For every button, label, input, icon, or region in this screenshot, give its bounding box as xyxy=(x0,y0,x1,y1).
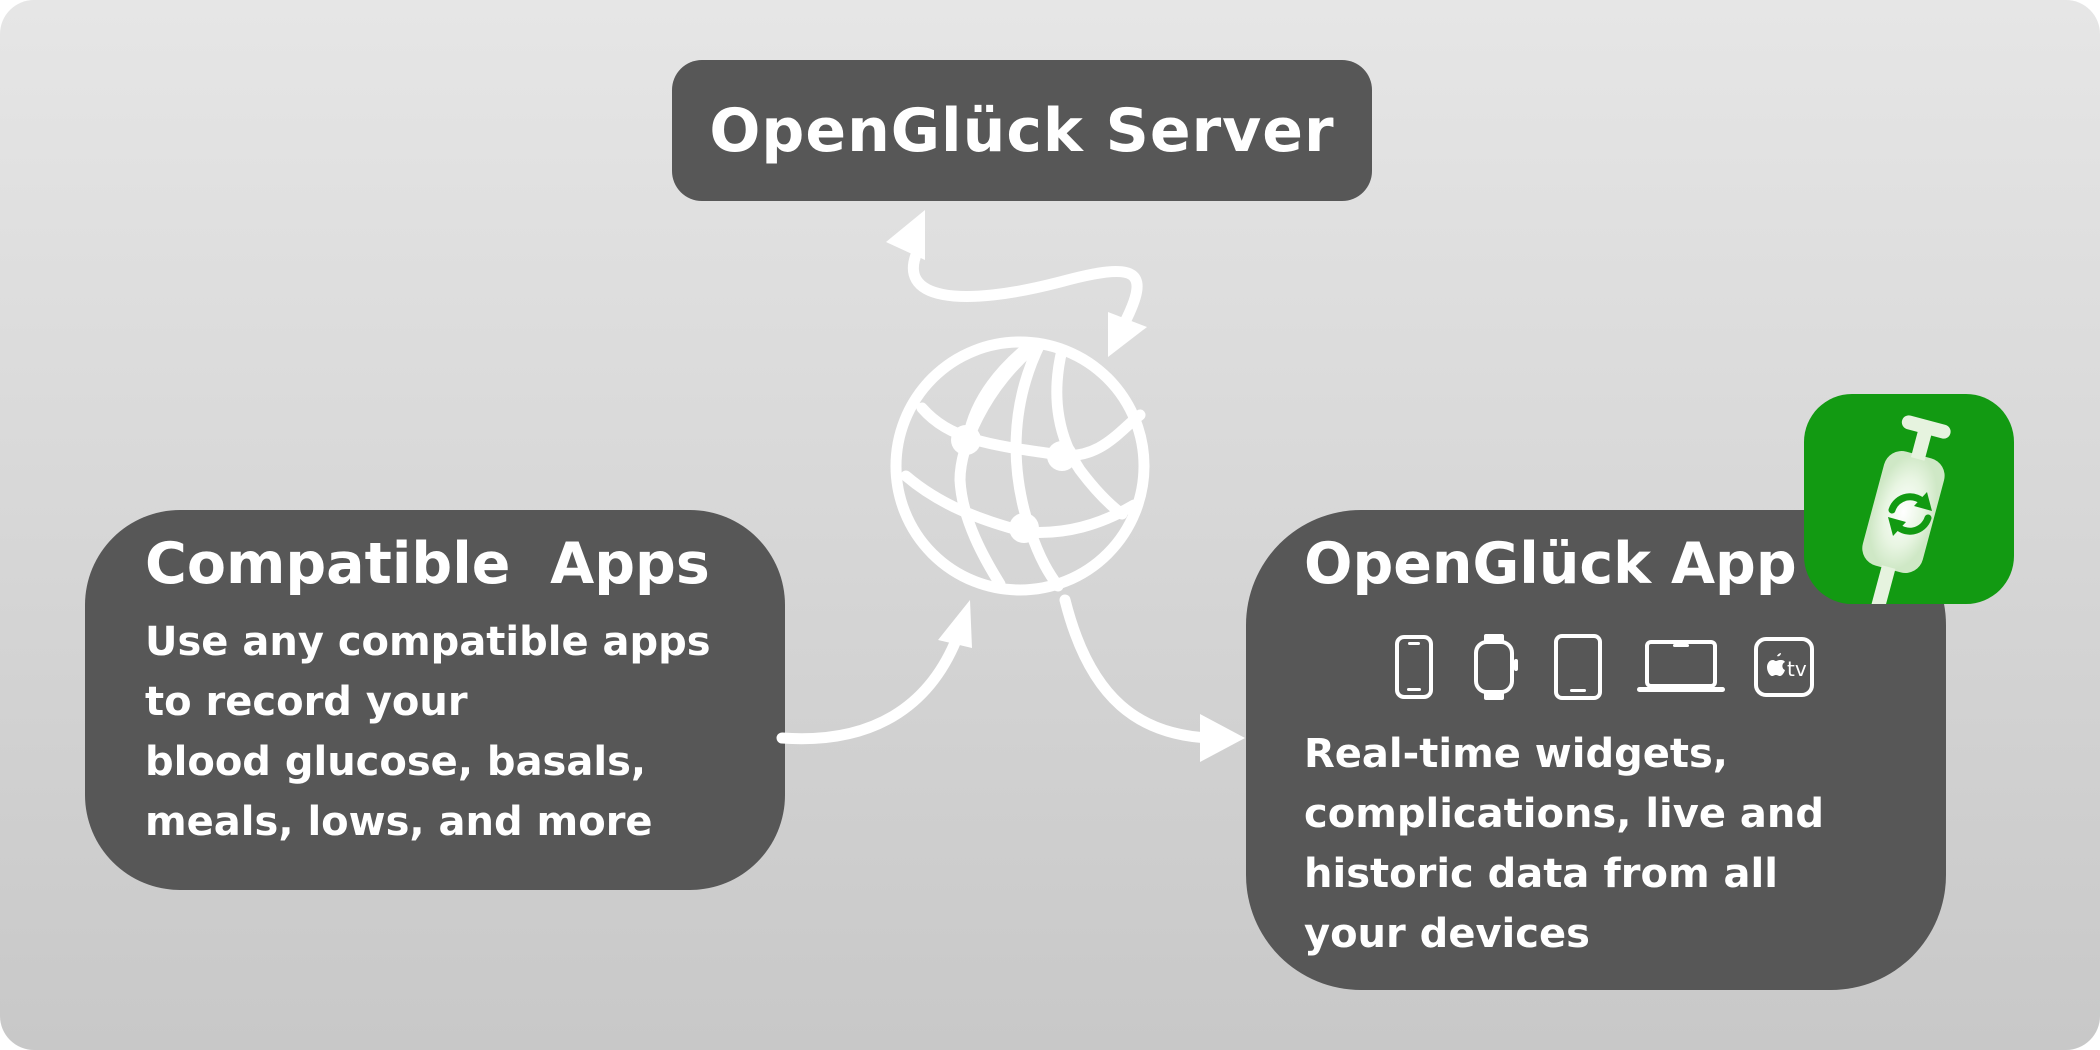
description-line: your devices xyxy=(1304,910,1590,957)
internet-to-app-arrow xyxy=(1059,594,1216,744)
description-line: Use any compatible apps xyxy=(145,618,711,665)
description-line: historic data from all xyxy=(1304,850,1778,897)
description-line: blood glucose, basals, xyxy=(145,738,647,785)
macbook-icon xyxy=(1622,632,1740,702)
ipad-icon xyxy=(1540,632,1616,702)
internet-globe-icon xyxy=(890,336,1150,596)
openglueck-app-icon xyxy=(1804,394,2014,604)
arrowhead xyxy=(1200,714,1245,762)
apps-to-internet-arrow xyxy=(776,624,966,745)
iphone-icon xyxy=(1376,632,1452,702)
compatible-apps-box: Compatible Apps Use any compatible apps … xyxy=(85,510,785,890)
arrowhead xyxy=(938,600,972,648)
arrowhead xyxy=(1108,312,1147,357)
apple-watch-icon xyxy=(1458,632,1534,702)
arrowhead xyxy=(886,210,925,260)
server-title: OpenGlück Server xyxy=(709,95,1335,166)
server-sync-arrow xyxy=(907,244,1143,328)
apple-tv-label: tv xyxy=(1787,657,1807,681)
compatible-apps-title: Compatible Apps xyxy=(145,531,710,597)
device-row: tv xyxy=(1376,632,1946,702)
description-line: Real-time widgets, xyxy=(1304,730,1728,777)
apple-tv-icon: tv xyxy=(1746,632,1822,702)
description-line: meals, lows, and more xyxy=(145,798,653,845)
description-line: to record your xyxy=(145,678,468,725)
openglueck-app-description: Real-time widgets, complications, live a… xyxy=(1304,724,1946,964)
compatible-apps-description: Use any compatible apps to record your b… xyxy=(145,612,785,852)
description-line: complications, live and xyxy=(1304,790,1824,837)
server-box: OpenGlück Server xyxy=(672,60,1372,201)
openglueck-app-title: OpenGlück App xyxy=(1304,531,1797,597)
